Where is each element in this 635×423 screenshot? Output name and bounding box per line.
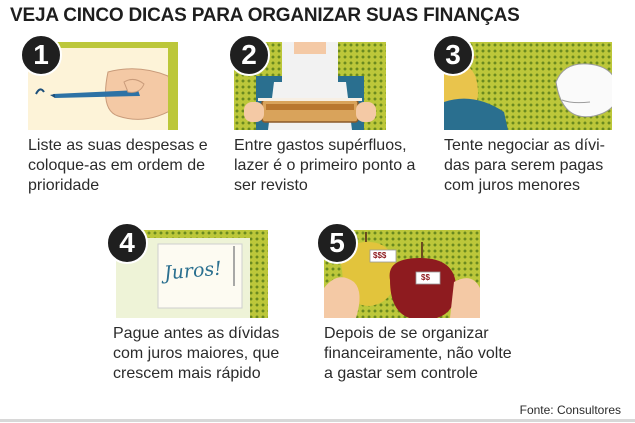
tip-4-caption: Pague antes as dívidas com juros maiores… [113, 324, 279, 384]
tip-4-line-3: crescem mais rápido [113, 365, 261, 382]
tip-5-number-badge: 5 [316, 222, 358, 264]
page-title: VEJA CINCO DICAS PARA ORGANIZAR SUAS FIN… [10, 5, 520, 26]
tip-3-caption: Tente negociar as dívi- das para serem p… [444, 136, 605, 196]
tip-5-illustration: $$$ $$ [324, 230, 480, 318]
tip-2-line-2: lazer é o primeiro ponto a [234, 157, 416, 174]
tip-5-line-1: Depois de se organizar [324, 325, 489, 342]
tip-1-illustration [28, 42, 178, 130]
tip-2-line-1: Entre gastos supérfluos, [234, 137, 407, 154]
tip-4-line-2: com juros maiores, que [113, 345, 280, 362]
tip-3-illustration [444, 42, 612, 130]
tip-5-caption: Depois de se organizar financeiramente, … [324, 324, 512, 384]
source-credit: Fonte: Consultores [519, 403, 621, 417]
tip-3-number-badge: 3 [432, 34, 474, 76]
tip-1-line-1: Liste as suas despesas e [28, 137, 208, 154]
tip-3-line-3: com juros menores [444, 177, 581, 194]
tip-1-line-2: coloque-as em ordem de [28, 157, 205, 174]
tip-1-number-badge: 1 [20, 34, 62, 76]
tip-3-line-1: Tente negociar as dívi- [444, 137, 605, 154]
bottom-divider [0, 419, 635, 422]
tip-5-line-3: a gastar sem controle [324, 365, 478, 382]
tip-4-line-1: Pague antes as dívidas [113, 325, 280, 342]
tip-1-caption: Liste as suas despesas e coloque-as em o… [28, 136, 208, 196]
tip-1-line-3: prioridade [28, 177, 100, 194]
tip-2-line-3: ser revisto [234, 177, 308, 194]
tip-5-line-2: financeiramente, não volte [324, 345, 512, 362]
price-tag-2-text: $$ [421, 273, 430, 282]
tip-2-caption: Entre gastos supérfluos, lazer é o prime… [234, 136, 415, 196]
tip-2-number-badge: 2 [228, 34, 270, 76]
price-tag-1-text: $$$ [373, 251, 387, 260]
tip-4-number-badge: 4 [106, 222, 148, 264]
tip-3-line-2: das para serem pagas [444, 157, 604, 174]
